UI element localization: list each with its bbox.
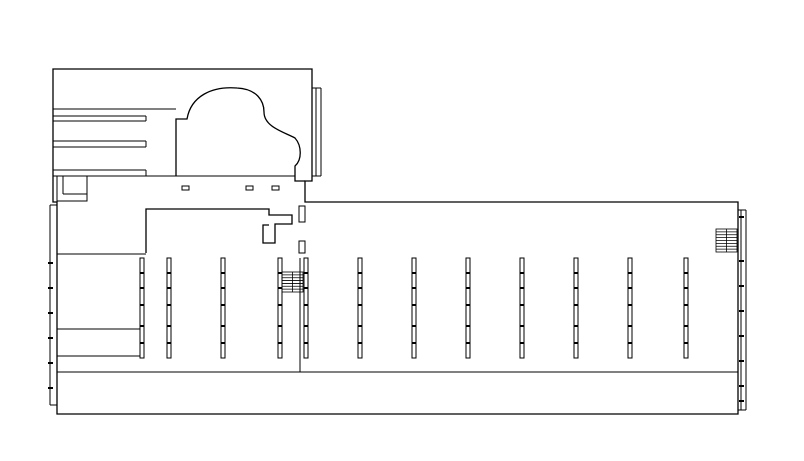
column-node — [627, 342, 633, 344]
facade-marker — [739, 216, 744, 218]
column-node — [303, 272, 309, 274]
column-node — [303, 304, 309, 306]
column-node — [519, 342, 525, 344]
facade-marker — [48, 362, 53, 364]
column-node — [683, 304, 689, 306]
bay-column — [220, 257, 226, 359]
facade-marker — [739, 400, 744, 402]
column-node — [683, 272, 689, 274]
column-node — [277, 325, 283, 327]
right-facade-markers — [739, 216, 744, 402]
column-node — [220, 304, 226, 306]
column-node — [411, 287, 417, 289]
column-node — [573, 272, 579, 274]
column-node — [220, 272, 226, 274]
bay-column — [166, 257, 172, 359]
column-node — [465, 325, 471, 327]
column-node — [277, 304, 283, 306]
facade-marker — [739, 385, 744, 387]
bay-column — [519, 257, 525, 359]
column-node — [357, 342, 363, 344]
facade-marker — [739, 335, 744, 337]
column-node — [277, 272, 283, 274]
column-node — [683, 342, 689, 344]
column-node — [411, 304, 417, 306]
column-node — [139, 272, 145, 274]
facade-marker — [48, 287, 53, 289]
column-node — [139, 304, 145, 306]
column-node — [573, 325, 579, 327]
small-room-left — [56, 175, 88, 202]
column-node — [519, 287, 525, 289]
stair-right — [715, 228, 738, 253]
column-node — [465, 287, 471, 289]
left-facade-markers — [48, 262, 53, 389]
column-node — [627, 325, 633, 327]
column-node — [683, 325, 689, 327]
column-node — [627, 304, 633, 306]
facade-marker — [739, 260, 744, 262]
facade-marker — [739, 285, 744, 287]
column-node — [139, 325, 145, 327]
column-node — [220, 287, 226, 289]
column-node — [357, 272, 363, 274]
column-node — [573, 304, 579, 306]
column-node — [303, 325, 309, 327]
facade-marker — [739, 310, 744, 312]
column-node — [411, 325, 417, 327]
facade-marker — [48, 312, 53, 314]
column-node — [683, 287, 689, 289]
column-node — [166, 342, 172, 344]
column-node — [465, 272, 471, 274]
top-block-side-strip — [312, 87, 322, 177]
column-node — [139, 287, 145, 289]
column-node — [411, 342, 417, 344]
bay-column — [627, 257, 633, 359]
column-node — [465, 304, 471, 306]
bay-column — [411, 257, 417, 359]
facade-marker — [739, 360, 744, 362]
facade-marker — [48, 262, 53, 264]
column-node — [277, 342, 283, 344]
column-node — [166, 325, 172, 327]
column-node — [465, 342, 471, 344]
column-node — [519, 304, 525, 306]
column-node — [573, 342, 579, 344]
column-node — [627, 287, 633, 289]
bay-column — [465, 257, 471, 359]
bay-column — [277, 257, 283, 359]
bay-column — [573, 257, 579, 359]
column-node — [303, 342, 309, 344]
left-rooms — [57, 253, 146, 357]
column-node — [519, 325, 525, 327]
facade-marker — [48, 387, 53, 389]
structural-bays — [139, 257, 689, 359]
column-node — [166, 272, 172, 274]
column-node — [303, 287, 309, 289]
bay-column — [139, 257, 145, 359]
small-openings — [181, 185, 280, 191]
column-node — [357, 325, 363, 327]
bay-column — [683, 257, 689, 359]
bay-column — [357, 257, 363, 359]
column-node — [166, 287, 172, 289]
column-node — [573, 287, 579, 289]
building-outline — [49, 68, 739, 415]
upper-left-bands — [53, 108, 176, 177]
facade-marker — [48, 337, 53, 339]
column-node — [277, 287, 283, 289]
column-node — [220, 325, 226, 327]
column-node — [357, 304, 363, 306]
core-block — [53, 201, 306, 254]
bay-column — [303, 257, 309, 359]
column-node — [411, 272, 417, 274]
column-node — [220, 342, 226, 344]
column-node — [627, 272, 633, 274]
column-node — [357, 287, 363, 289]
column-node — [519, 272, 525, 274]
column-node — [139, 342, 145, 344]
curved-lobby — [175, 87, 305, 182]
column-node — [166, 304, 172, 306]
